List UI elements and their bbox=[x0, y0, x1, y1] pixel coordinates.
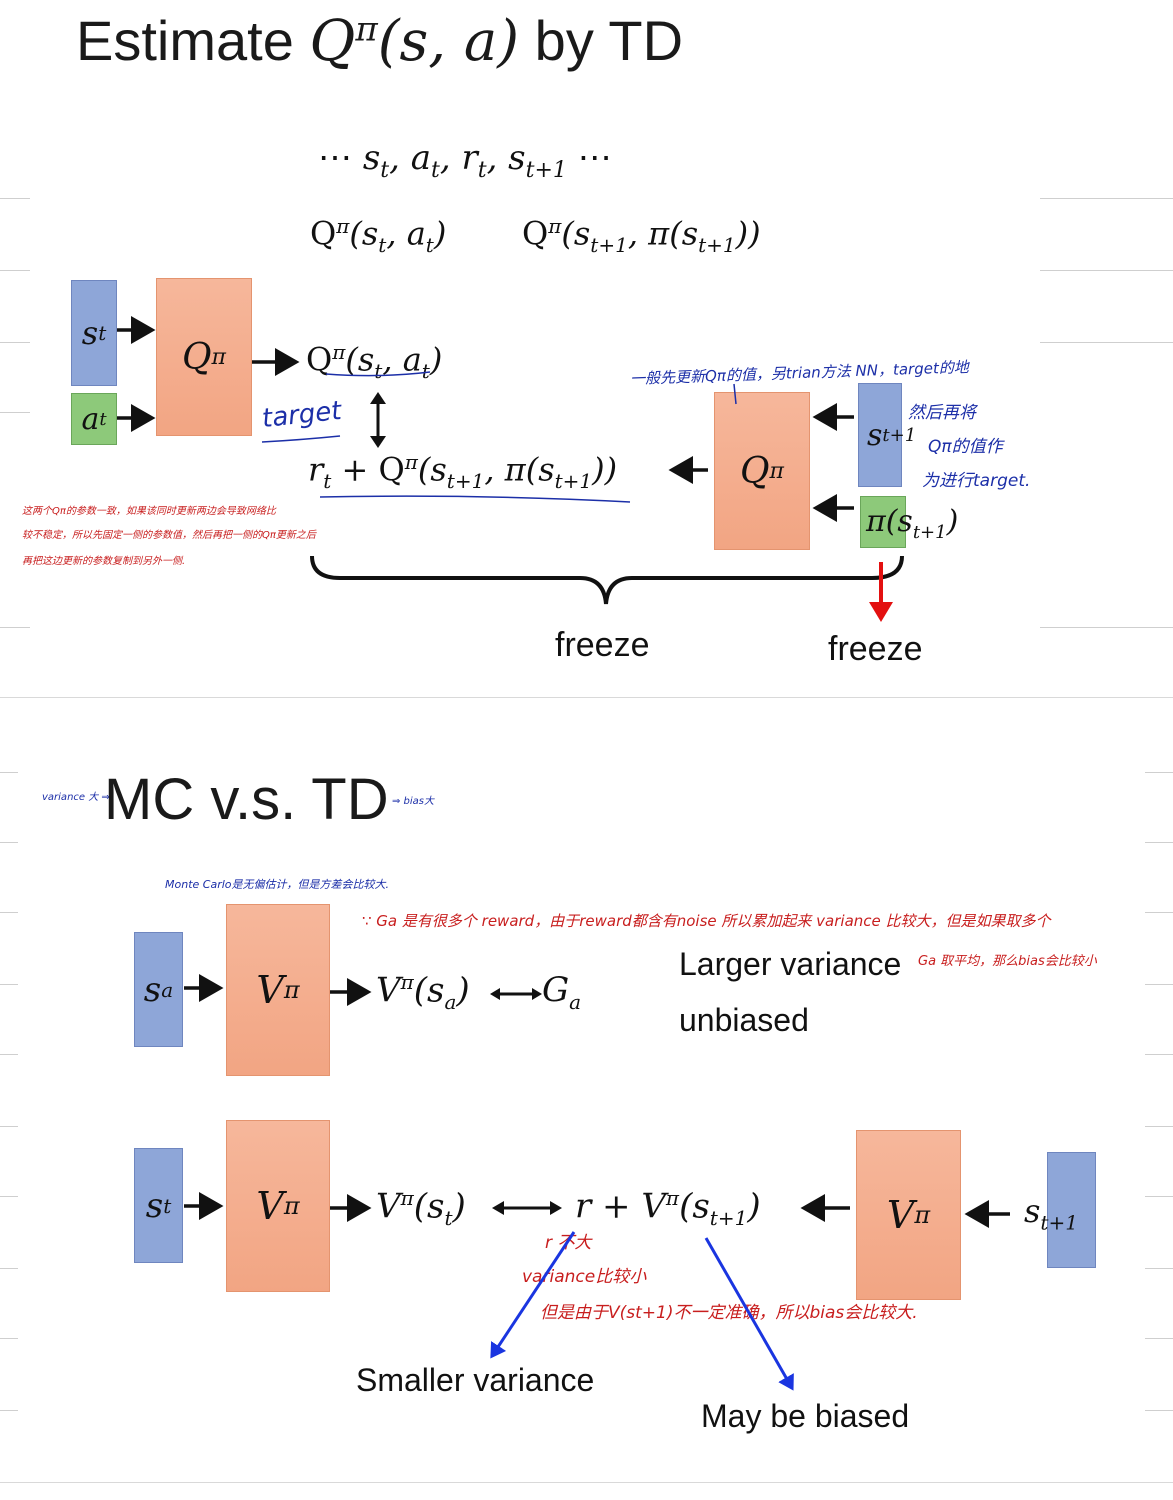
margin-tick bbox=[0, 1054, 18, 1055]
slide1-title: Estimate Qπ(s, a) by TD bbox=[76, 9, 684, 74]
margin-tick bbox=[1145, 1054, 1173, 1055]
arrow-match-head-down bbox=[370, 436, 386, 448]
larger-variance-label: Larger variance bbox=[679, 946, 902, 982]
arrow-td-double-left bbox=[492, 1201, 504, 1215]
mc-return: Ga bbox=[542, 970, 582, 1014]
handwritten-note-mc: Monte Carlo是无偏估计，但是方差会比较大. bbox=[165, 878, 389, 891]
td-output: Vπ(st) bbox=[376, 1186, 466, 1231]
q-value-left: Qπ(st, at) bbox=[310, 214, 447, 258]
margin-tick bbox=[1145, 1196, 1173, 1197]
margin-tick bbox=[1145, 1268, 1173, 1269]
margin-tick bbox=[1145, 1338, 1173, 1339]
slide2-title: MC v.s. TD bbox=[104, 767, 389, 832]
arrow-mc-double-left bbox=[490, 988, 500, 1000]
handwritten-note-blue: 然后再将 bbox=[908, 403, 976, 423]
freeze-brace bbox=[310, 555, 904, 605]
handwritten-note-bias: ⇒ bias大 bbox=[392, 796, 435, 807]
margin-tick bbox=[0, 984, 18, 985]
margin-tick bbox=[0, 1196, 18, 1197]
freeze-label-right: freeze bbox=[828, 630, 923, 668]
underline-target bbox=[261, 435, 341, 443]
margin-tick bbox=[0, 1410, 18, 1411]
margin-tick bbox=[1040, 270, 1173, 271]
handwritten-note-red: 这两个Qπ的参数一致，如果该同时更新两边会导致网络比 bbox=[22, 506, 276, 517]
margin-tick bbox=[1145, 912, 1173, 913]
margin-tick bbox=[1145, 842, 1173, 843]
arrow-match-head-up bbox=[370, 392, 386, 404]
state-st1-label-td: st+1 bbox=[1024, 1192, 1078, 1235]
margin-tick bbox=[0, 270, 30, 271]
arrow-mc-double-right bbox=[532, 988, 542, 1000]
handwritten-note-red-td3: 但是由于V(st+1)不一定准确，所以bias会比较大. bbox=[540, 1303, 918, 1323]
unbiased-label: unbiased bbox=[679, 1002, 809, 1038]
handwritten-note-blue: 为进行target. bbox=[922, 471, 1031, 491]
margin-tick bbox=[0, 198, 30, 199]
margin-tick bbox=[1145, 984, 1173, 985]
margin-tick bbox=[1040, 342, 1173, 343]
margin-tick bbox=[0, 772, 18, 773]
td-target: r + Vπ(st+1) bbox=[575, 1186, 761, 1231]
smaller-variance-label: Smaller variance bbox=[356, 1362, 595, 1398]
blue-arrow-smaller-variance bbox=[490, 1231, 576, 1359]
handwritten-note-red: 较不稳定，所以先固定一侧的参数值，然后再把一侧的Qπ更新之后 bbox=[22, 530, 316, 541]
policy-action-label: π(st+1) bbox=[866, 504, 959, 543]
arrow-td-double-right bbox=[550, 1201, 562, 1215]
mc-output: Vπ(sa) bbox=[376, 970, 470, 1015]
margin-tick bbox=[0, 627, 30, 628]
margin-tick bbox=[0, 412, 30, 413]
margin-tick bbox=[1145, 1410, 1173, 1411]
q-value-right: Qπ(st+1, π(st+1)) bbox=[522, 214, 761, 258]
trajectory-sequence: ⋯ st, at, rt, st+1 ⋯ bbox=[318, 138, 612, 183]
page-bottom-rule bbox=[0, 1482, 1173, 1483]
q-output-left: Qπ(st, at) bbox=[306, 340, 443, 384]
margin-tick bbox=[1145, 1126, 1173, 1127]
may-be-biased-label: May be biased bbox=[701, 1398, 910, 1434]
margin-tick bbox=[0, 342, 30, 343]
margin-tick bbox=[0, 1338, 18, 1339]
handwritten-note-red: 再把这边更新的参数复制到另外一侧. bbox=[22, 556, 186, 567]
handwritten-note-red-top2: Ga 取平均，那么bias会比较小 bbox=[918, 954, 1097, 969]
margin-tick bbox=[0, 912, 18, 913]
margin-tick bbox=[0, 1268, 18, 1269]
handwritten-note-variance: variance 大 ⇒ bbox=[42, 792, 110, 803]
margin-tick bbox=[1040, 627, 1173, 628]
policy-action-box bbox=[860, 496, 906, 548]
td-target-formula: rt + Qπ(st+1, π(st+1)) bbox=[308, 450, 618, 494]
pointer-blue bbox=[733, 383, 737, 405]
margin-tick bbox=[1040, 198, 1173, 199]
margin-tick bbox=[0, 1126, 18, 1127]
slide-divider bbox=[0, 697, 1173, 698]
margin-tick bbox=[1145, 772, 1173, 773]
handwritten-note-red-top: ∵ Ga 是有很多个 reward，由于reward都含有noise 所以累加起… bbox=[362, 912, 1051, 930]
blue-arrow-may-be-biased bbox=[704, 1237, 794, 1391]
underline-formula bbox=[319, 495, 631, 503]
freeze-label-left: freeze bbox=[555, 626, 650, 664]
margin-tick bbox=[0, 842, 18, 843]
handwritten-note-blue: Qπ的值作 bbox=[928, 437, 1003, 457]
underline-output bbox=[325, 371, 431, 377]
state-st1-box-td bbox=[1047, 1152, 1096, 1268]
handwritten-note-red-td2: variance比较小 bbox=[522, 1267, 647, 1287]
